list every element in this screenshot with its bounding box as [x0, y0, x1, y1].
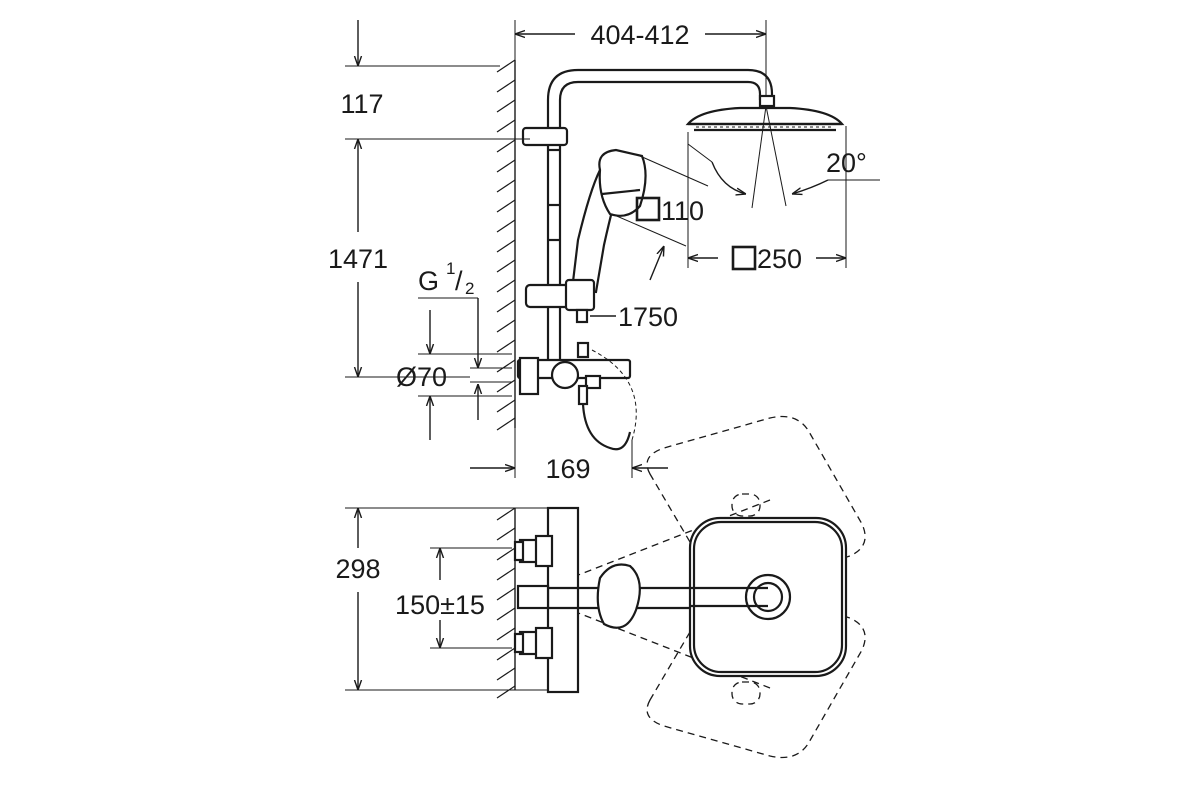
- dim-projection: [470, 428, 668, 478]
- inlet-spacing-label: 150±15: [395, 590, 485, 620]
- thermostat-mixer: [516, 341, 632, 406]
- dim-inlet-spacing: [430, 547, 512, 649]
- handshower-size-label: 110: [661, 196, 704, 226]
- slider-holder: [524, 278, 596, 324]
- thread-slash: /: [455, 266, 463, 296]
- thread-spec: G 1 / 2: [418, 259, 478, 368]
- projection-label: 169: [545, 454, 590, 484]
- tilt-angle-label: 20°: [826, 148, 867, 178]
- thread-label: G: [418, 266, 439, 296]
- square-symbol-icon: [635, 196, 661, 222]
- wall-bracket: [521, 126, 569, 147]
- wall-front: [496, 59, 516, 431]
- square-symbol-icon: [731, 245, 757, 271]
- width-label: 404-412: [590, 20, 689, 50]
- dim-width: [514, 20, 767, 95]
- dim-tilt: [687, 105, 880, 209]
- height-label: 1471: [328, 244, 388, 274]
- inlet-diameter-label: Ø70: [396, 362, 447, 392]
- thread-num: 1: [446, 259, 455, 278]
- dim-inlet-diameter: [418, 310, 512, 440]
- dim-handshower: [611, 155, 709, 281]
- hose: [581, 349, 637, 451]
- thread-den: 2: [465, 279, 474, 298]
- head-shower-top: [688, 516, 848, 678]
- dim-depth: [345, 507, 548, 691]
- dim-head-size: [687, 126, 847, 271]
- thermostat-top: [513, 506, 580, 694]
- wall-top: [496, 507, 516, 699]
- depth-label: 298: [335, 554, 380, 584]
- riser-pipe: [546, 68, 774, 360]
- top-offset-label: 117: [340, 89, 383, 119]
- hose-length-label: 1750: [618, 302, 678, 332]
- head-size-label: 250: [757, 244, 802, 274]
- dim-height: [345, 20, 530, 378]
- hand-shower: [570, 148, 647, 294]
